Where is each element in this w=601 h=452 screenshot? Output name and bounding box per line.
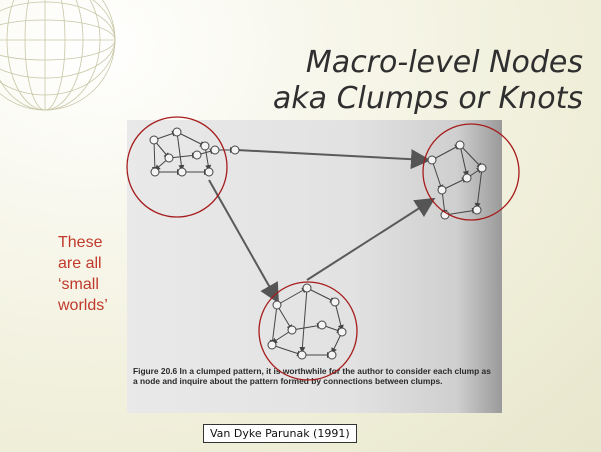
clump-network-diagram — [149, 127, 487, 360]
highlight-circle-1 — [126, 116, 228, 218]
macro-edge-1-3 — [208, 179, 279, 304]
macro-edge-3-2 — [306, 197, 436, 281]
scanned-figure: Figure 20.6 In a clumped pattern, it is … — [127, 120, 502, 413]
globe-decoration-icon — [0, 0, 116, 111]
highlight-circle-3 — [258, 281, 358, 381]
title-line-2: aka Clumps or Knots — [272, 81, 583, 116]
slide-title: Macro-level Nodes aka Clumps or Knots — [273, 45, 583, 117]
clump-3 — [269, 287, 344, 358]
side-note: These are all ‘small worlds’ — [58, 234, 108, 314]
title-line-1: Macro-level Nodes — [305, 45, 583, 80]
highlight-circle-2 — [422, 123, 520, 221]
macro-edge-1-2 — [236, 149, 431, 170]
citation-box: Van Dyke Parunak (1991) — [203, 424, 357, 443]
figure-caption: Figure 20.6 In a clumped pattern, it is … — [133, 366, 491, 386]
clump-2 — [431, 144, 483, 216]
